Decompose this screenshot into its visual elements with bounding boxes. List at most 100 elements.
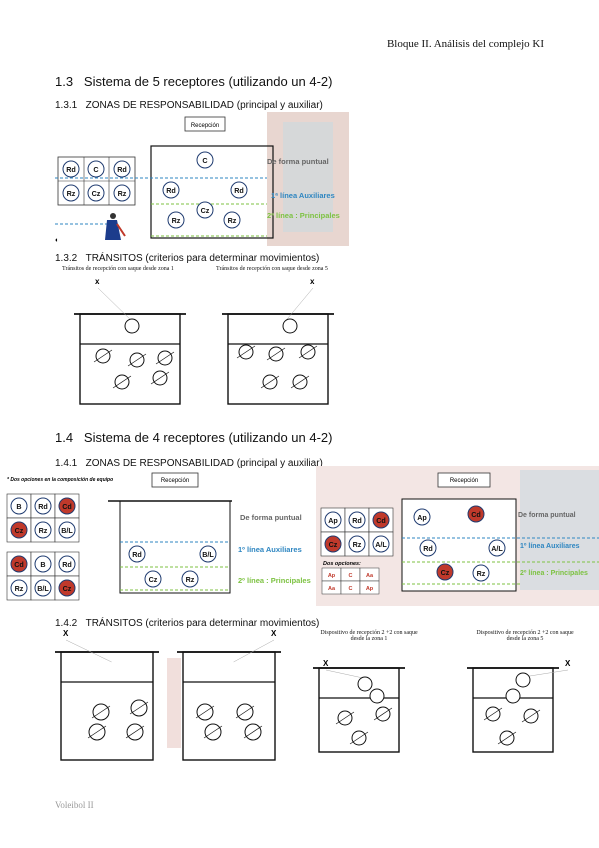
player-label: B [16,502,21,511]
subsection-1-4-2: 1.4.2 TRÁNSITOS (criterios para determin… [55,618,320,629]
player-label: Rz [118,189,127,198]
option-label: C [349,586,353,592]
movement-arrow [125,725,145,739]
player-label: Rd [352,516,362,525]
movement-arrow [112,375,132,389]
player-label: Cz [149,575,158,584]
recepcion-box [184,116,226,132]
figure-5-receivers-transits: x x [74,277,334,405]
server-x: x [95,277,100,286]
player-label: B/L [202,550,214,559]
aux-label: 1ª línea Auxiliares [271,191,335,200]
player-circle: Cz [87,184,105,202]
player-circle: Ap [413,508,431,526]
recepcion-label-3: Recepción [450,478,478,484]
player-label: B [40,560,45,569]
player-label: Rz [228,216,237,225]
player-label: Rd [66,165,76,174]
player-label: Cd [14,560,24,569]
player-circle: B [10,497,28,515]
player-label: Rd [234,186,244,195]
receiver-circle [505,688,521,704]
receiver-circle [357,676,373,692]
player-label: C [202,156,207,165]
player-label: Ap [417,513,427,522]
server-x: X [323,659,329,668]
player-label: Rd [132,550,142,559]
photo-strip [167,658,181,748]
player-circle: C [196,151,214,169]
movement-arrow [150,371,170,385]
player-label: Rz [353,540,362,549]
disp-caption-1: Dispositivo de recepción 2 +2 con saque … [320,630,418,642]
movement-arrow [127,353,147,367]
figure-4-receivers-zones: * Dos opciones en la composición de equi… [6,466,599,606]
player-circle: Rz [34,521,52,539]
subsection-1-3-2: 1.3.2 TRÁNSITOS (criterios para determin… [55,253,320,264]
player-circle: Cd [467,505,485,523]
aux-label-3: 1º línea Auxiliares [520,543,580,550]
court [79,313,181,405]
player-figure [105,213,126,240]
subsection-1-3-1: 1.3.1 ZONAS DE RESPONSABILIDAD (principa… [55,100,323,111]
court [60,651,154,761]
principal-label-2: 2º línea : Principales [238,576,311,585]
player-circle: Rd [162,181,180,199]
player-circle: Rz [167,211,185,229]
movement-arrow [260,375,280,389]
movement-arrow [266,347,286,361]
player-circle: Cz [58,579,76,597]
player-label: Ap [328,516,338,525]
player-label: Rd [38,502,48,511]
receiver-circle [369,688,385,704]
court-outline-2 [119,500,231,594]
player-label: Rz [186,575,195,584]
receiver-circle [124,318,140,334]
server-x: X [271,629,277,638]
recepcion-label-2: Recepción [161,478,189,484]
movement-arrow [93,349,113,363]
player-label: Rz [67,189,76,198]
player-label: Cz [201,206,210,215]
receiver-circle [282,318,298,334]
transit-diagram: X [55,629,159,761]
player-circle: Rd [113,160,131,178]
movement-arrow [298,345,318,359]
serve-trajectory [325,669,364,679]
dos-opciones-label: Dos opciones: [323,561,361,567]
player-circle: A/L [488,539,506,557]
subsection-1-4-1: 1.4.1 ZONAS DE RESPONSABILIDAD (principa… [55,458,323,469]
player-circle: B/L [199,545,217,563]
player-label: A/L [491,544,503,553]
player-label: Rd [166,186,176,195]
court [182,651,276,761]
server-x: X [565,659,571,668]
movement-arrow [203,725,223,739]
movement-arrow [521,709,541,723]
player-circle: Cd [58,497,76,515]
movement-arrow [497,731,517,745]
principal-label-3: 2º línea : Principales [520,570,588,577]
player-circle: Rz [181,570,199,588]
receiver-circle [515,672,531,688]
player-circle: Rd [128,545,146,563]
player-label: B/L [37,584,49,593]
page-header: Bloque II. Análisis del complejo KI [386,38,544,50]
aux-label-2: 1º línea Auxiliares [238,545,302,554]
recepcion-label: Recepción [191,123,219,129]
serve-trajectory [65,639,112,663]
player-label: Cz [329,540,338,549]
player-label: Cz [63,584,72,593]
page-footer: Voleibol II [55,800,94,810]
player-label: Cd [62,502,72,511]
option-cell [359,580,380,595]
player-circle: Cd [372,511,390,529]
puntual-label-3: De forma puntual [518,512,576,519]
court [472,667,554,753]
serve-trajectory [97,287,136,325]
recepcion-box-3 [437,472,491,488]
option-label: Ap [328,573,336,579]
player-circle: Rd [230,181,248,199]
player-circle: Rz [113,184,131,202]
